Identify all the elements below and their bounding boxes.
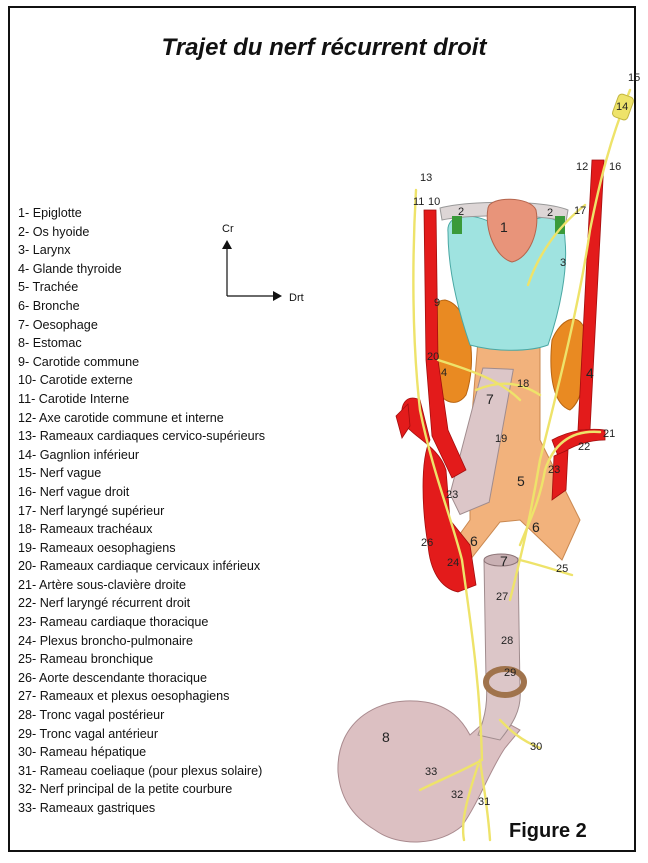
marker-25: 25 — [556, 563, 568, 575]
marker-4a: 4 — [441, 367, 447, 379]
marker-27: 27 — [496, 591, 508, 603]
marker-33: 33 — [425, 766, 437, 778]
marker-18: 18 — [517, 378, 529, 390]
marker-32: 32 — [451, 789, 463, 801]
marker-11: 11 — [413, 196, 424, 208]
cranial-label: Cr — [222, 223, 234, 235]
marker-15: 15 — [628, 72, 640, 84]
marker-5: 5 — [517, 473, 525, 489]
marker-10: 10 — [428, 196, 440, 208]
marker-7b: 7 — [500, 553, 508, 569]
marker-6b: 6 — [532, 519, 540, 535]
marker-29: 29 — [504, 667, 516, 679]
carotid-branch — [396, 404, 410, 438]
marker-21: 21 — [603, 428, 615, 440]
marker-30: 30 — [530, 741, 542, 753]
marker-31: 31 — [478, 796, 490, 808]
marker-1: 1 — [500, 219, 508, 235]
left-carotid-axis — [578, 160, 604, 430]
marker-13: 13 — [420, 172, 432, 184]
marker-22: 22 — [578, 441, 590, 453]
marker-14: 14 — [616, 101, 628, 113]
marker-19: 19 — [495, 433, 507, 445]
marker-3: 3 — [560, 257, 566, 269]
marker-2a: 2 — [458, 206, 464, 218]
right-label: Drt — [289, 292, 304, 304]
marker-17: 17 — [574, 205, 586, 217]
marker-7a: 7 — [486, 391, 494, 407]
marker-26: 26 — [421, 537, 433, 549]
marker-6a: 6 — [470, 533, 478, 549]
marker-12: 12 — [576, 161, 588, 173]
marker-24: 24 — [447, 557, 459, 569]
marker-23a: 23 — [446, 489, 458, 501]
marker-8: 8 — [382, 729, 390, 745]
figure-label: Figure 2 — [509, 820, 587, 843]
marker-20: 20 — [427, 351, 439, 363]
marker-9: 9 — [434, 297, 440, 309]
marker-2b: 2 — [547, 207, 553, 219]
marker-23b: 23 — [548, 464, 560, 476]
marker-16: 16 — [609, 161, 621, 173]
marker-28: 28 — [501, 635, 513, 647]
orientation-indicator: Cr Drt — [222, 223, 304, 304]
marker-4b: 4 — [586, 365, 594, 381]
